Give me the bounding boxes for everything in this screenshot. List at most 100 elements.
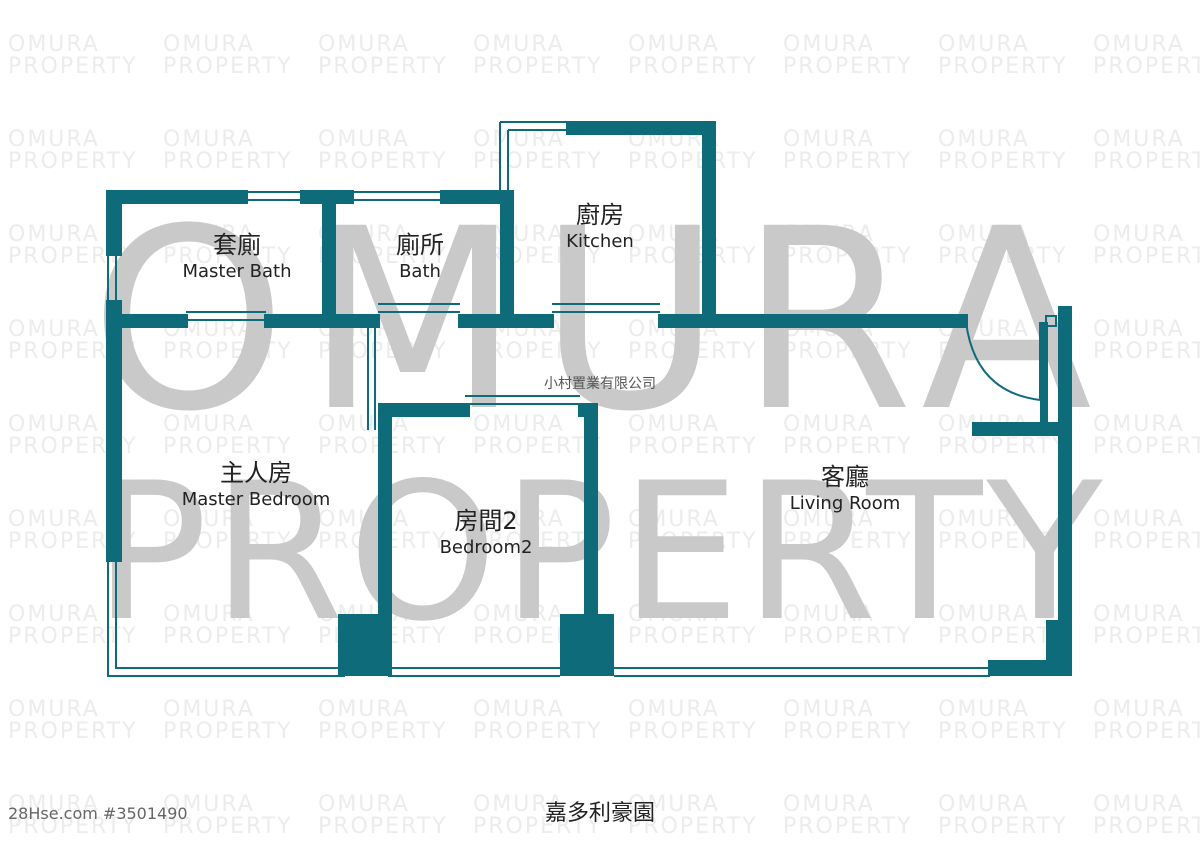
watermark-tile-line1: OMURA bbox=[938, 32, 1030, 57]
watermark-tile-line2: PROPERTY bbox=[473, 719, 603, 744]
watermark-tile-line1: OMURA bbox=[783, 792, 875, 817]
watermark-tile-line1: OMURA bbox=[473, 507, 565, 532]
watermark-tile-line1: OMURA bbox=[783, 222, 875, 247]
watermark-tile-line2: PROPERTY bbox=[473, 529, 603, 554]
watermark-tile-line1: OMURA bbox=[163, 412, 255, 437]
room-zh: 套廁 bbox=[213, 231, 261, 259]
watermark-tile-line2: PROPERTY bbox=[8, 244, 138, 269]
watermark-tile-line1: OMURA bbox=[8, 602, 100, 627]
room-en: Living Room bbox=[789, 493, 901, 514]
watermark-tile-line1: OMURA bbox=[938, 697, 1030, 722]
watermark-tile-line1: OMURA bbox=[473, 222, 565, 247]
watermark-tile-line2: PROPERTY bbox=[938, 54, 1068, 79]
watermark-tile-line2: PROPERTY bbox=[163, 814, 293, 839]
watermark-tile-line1: OMURA bbox=[628, 697, 720, 722]
watermark-tile-line1: OMURA bbox=[1093, 507, 1185, 532]
watermark-tile-line1: OMURA bbox=[1093, 602, 1185, 627]
watermark-tile-line2: PROPERTY bbox=[628, 624, 758, 649]
watermark-tile-line1: OMURA bbox=[318, 792, 410, 817]
watermark-tile-line2: PROPERTY bbox=[783, 814, 913, 839]
watermark-tile-line2: PROPERTY bbox=[163, 149, 293, 174]
watermark-tile-line1: OMURA bbox=[8, 127, 100, 152]
watermark-tile-line1: OMURA bbox=[1093, 317, 1185, 342]
watermark-tile-line1: OMURA bbox=[1093, 32, 1185, 57]
watermark-tile-line2: PROPERTY bbox=[1093, 719, 1200, 744]
watermark-tile-line1: OMURA bbox=[783, 602, 875, 627]
watermark-tile-line2: PROPERTY bbox=[1093, 149, 1200, 174]
watermark-tile-line2: PROPERTY bbox=[318, 244, 448, 269]
watermark-tile-line2: PROPERTY bbox=[938, 149, 1068, 174]
watermark-tile-line2: PROPERTY bbox=[163, 529, 293, 554]
watermark-tile-line2: PROPERTY bbox=[8, 339, 138, 364]
watermark-tile-line2: PROPERTY bbox=[8, 624, 138, 649]
watermark-tile-line2: PROPERTY bbox=[163, 244, 293, 269]
watermark-tile-line1: OMURA bbox=[8, 507, 100, 532]
watermark-tile-line2: PROPERTY bbox=[938, 529, 1068, 554]
company-label: 小村置業有限公司 bbox=[544, 376, 656, 392]
watermark-tile-line1: OMURA bbox=[628, 602, 720, 627]
watermark-tile-line2: PROPERTY bbox=[938, 719, 1068, 744]
watermark-tile-line1: OMURA bbox=[783, 127, 875, 152]
watermark-tile-line2: PROPERTY bbox=[783, 54, 913, 79]
watermark-tile-line2: PROPERTY bbox=[628, 149, 758, 174]
watermark-tile-line2: PROPERTY bbox=[318, 339, 448, 364]
watermark-tile-line1: OMURA bbox=[473, 697, 565, 722]
room-en: Master Bath bbox=[182, 261, 292, 282]
watermark-tile-line1: OMURA bbox=[473, 792, 565, 817]
watermark-tile-line2: PROPERTY bbox=[163, 624, 293, 649]
watermark-tile-line1: OMURA bbox=[473, 602, 565, 627]
watermark-tile-line1: OMURA bbox=[163, 602, 255, 627]
watermark-tile-line1: OMURA bbox=[1093, 412, 1185, 437]
watermark-tile-line2: PROPERTY bbox=[163, 339, 293, 364]
watermark-tile-line1: OMURA bbox=[163, 697, 255, 722]
watermark-tile-line1: OMURA bbox=[473, 127, 565, 152]
watermark-tile-line2: PROPERTY bbox=[163, 719, 293, 744]
watermark-tile-line1: OMURA bbox=[628, 222, 720, 247]
watermark-tile-line2: PROPERTY bbox=[628, 339, 758, 364]
room-zh: 客廳 bbox=[821, 463, 869, 491]
watermark-tile-line1: OMURA bbox=[938, 127, 1030, 152]
watermark-tile-line2: PROPERTY bbox=[628, 529, 758, 554]
watermark-tile-line1: OMURA bbox=[163, 32, 255, 57]
watermark-tile-line1: OMURA bbox=[163, 507, 255, 532]
watermark-tile-line2: PROPERTY bbox=[473, 814, 603, 839]
room-zh: 房間2 bbox=[454, 507, 518, 535]
watermark-tile-line2: PROPERTY bbox=[938, 339, 1068, 364]
room-label-master-bedroom: 主人房 Master Bedroom bbox=[166, 458, 346, 512]
watermark-tile-line1: OMURA bbox=[938, 222, 1030, 247]
room-zh: 廁所 bbox=[396, 231, 444, 259]
watermark-tile-line2: PROPERTY bbox=[8, 434, 138, 459]
